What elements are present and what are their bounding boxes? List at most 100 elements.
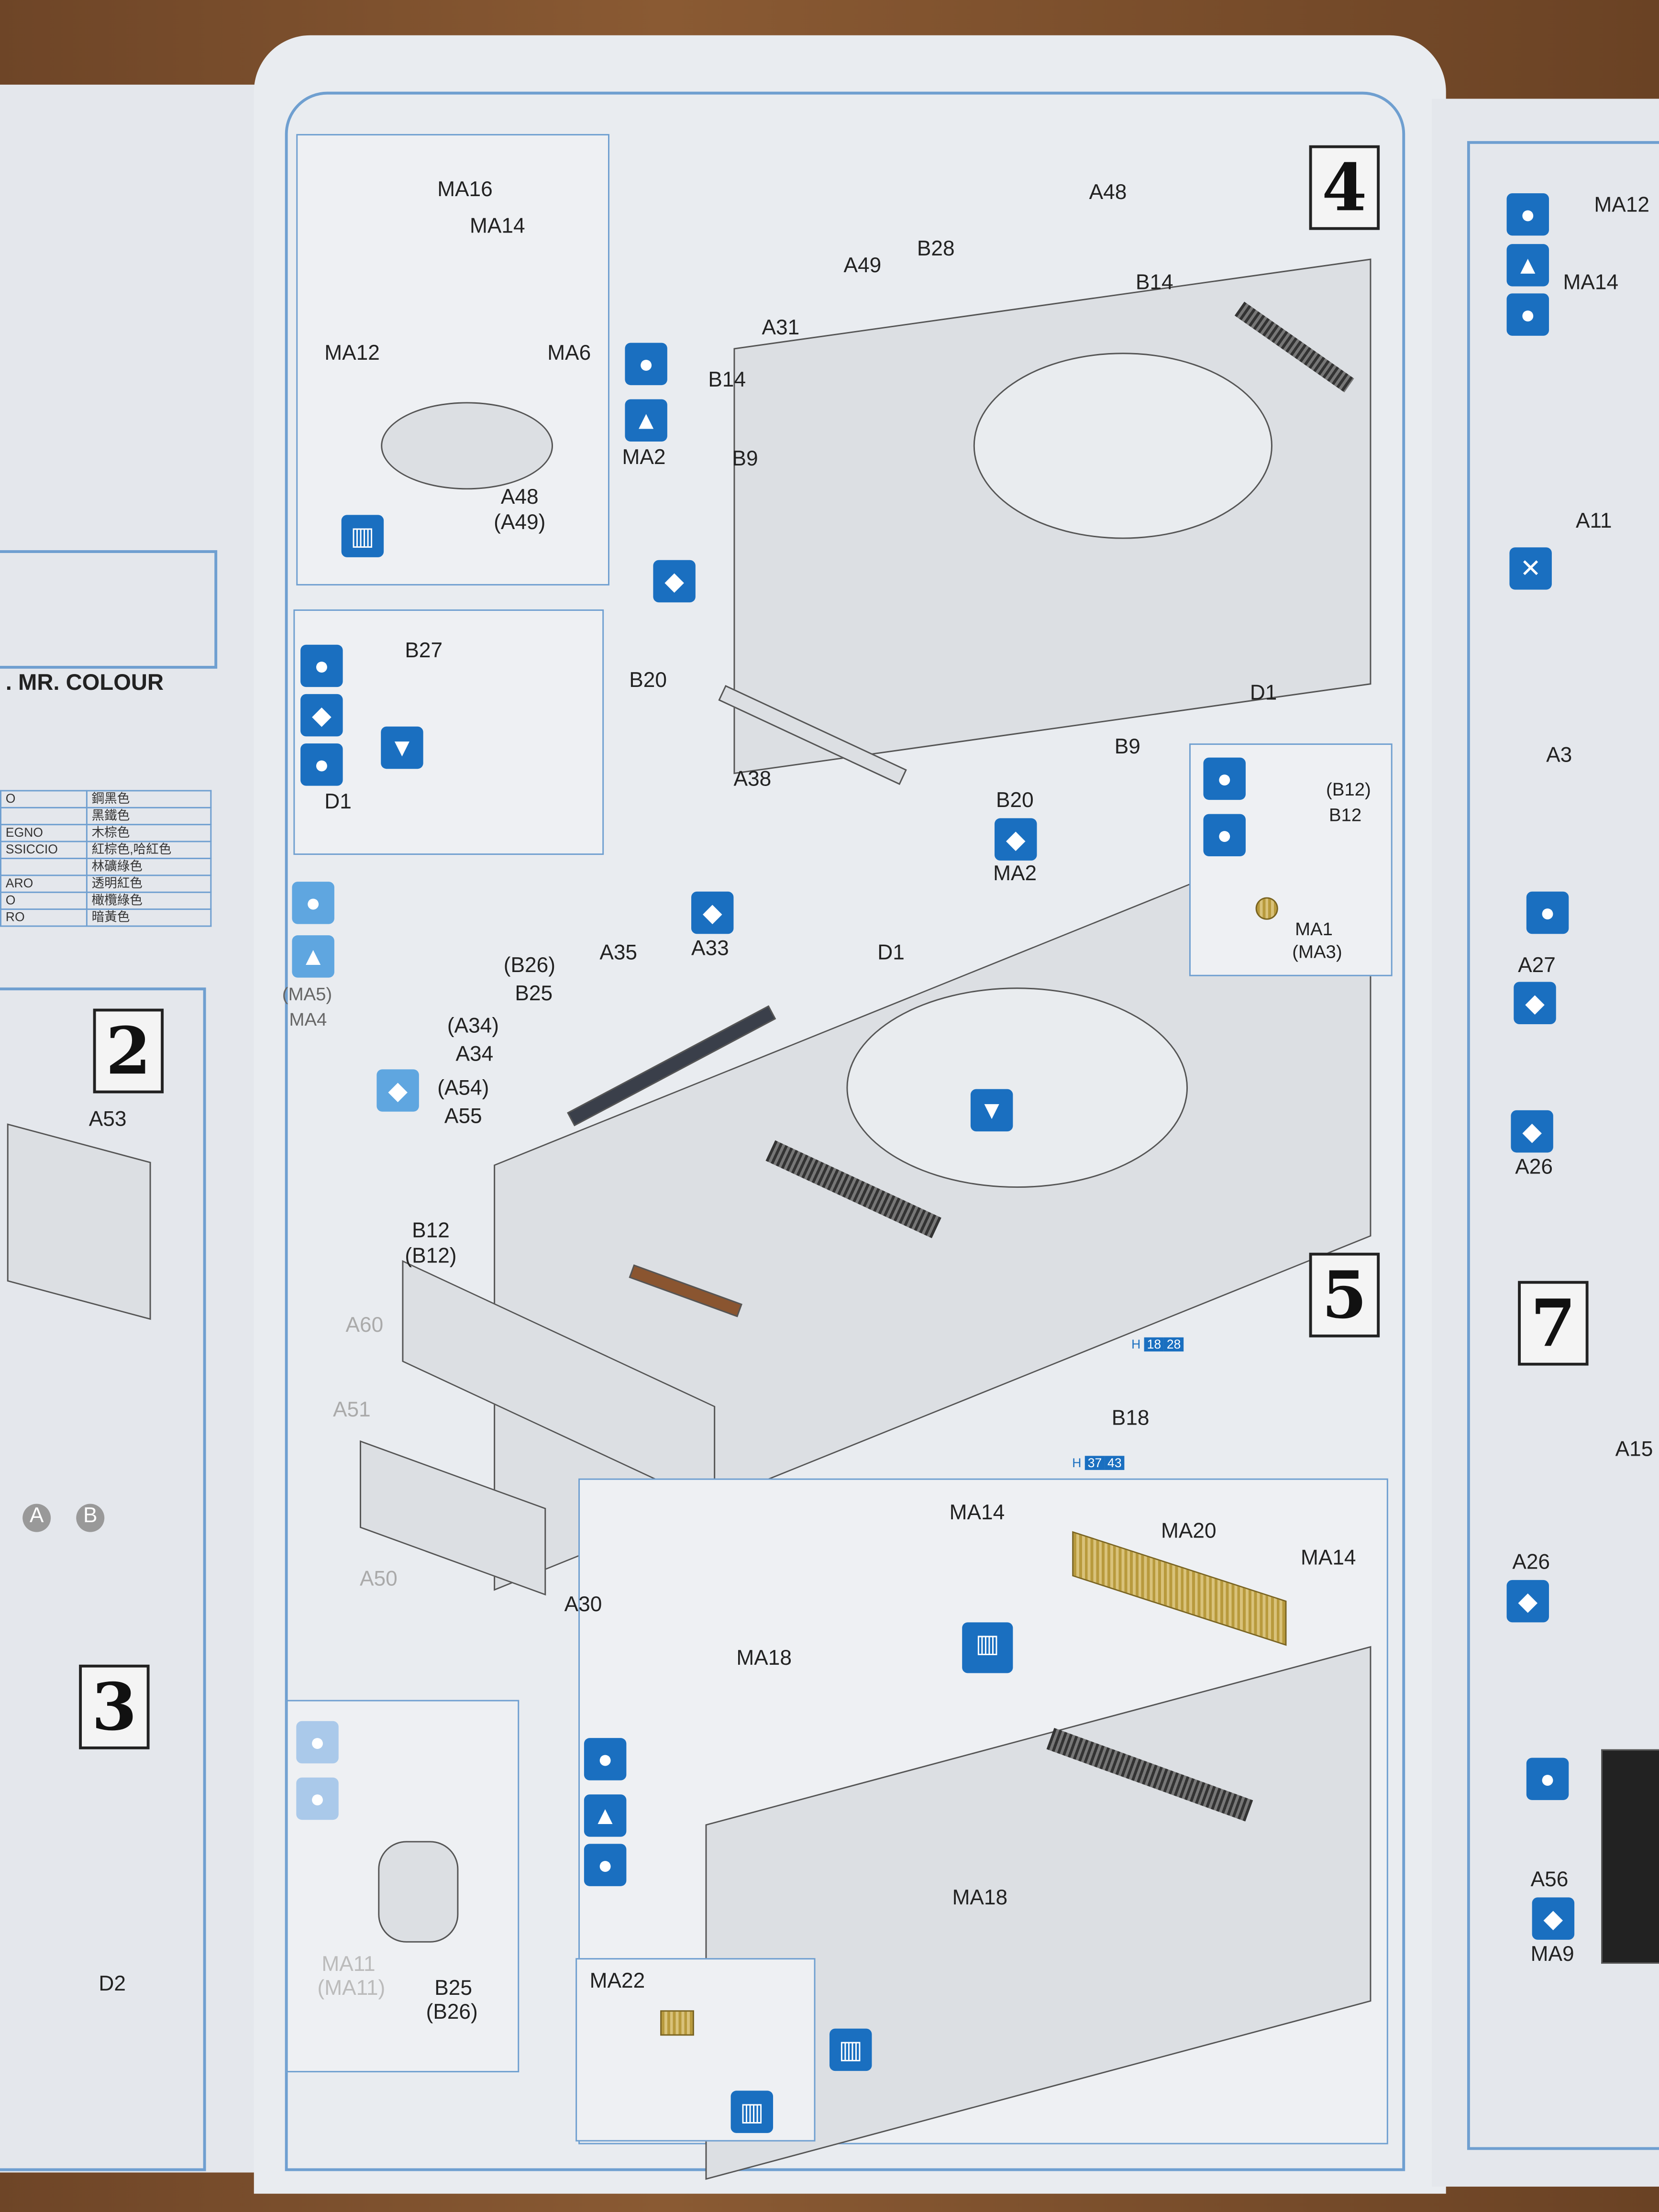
drill-icon: ▥ <box>341 515 384 557</box>
version-a-badge: A <box>22 1504 51 1532</box>
step-2-number: 2 <box>93 1008 164 1094</box>
part-label: A11 <box>1576 509 1612 533</box>
bend-icon: ▲ <box>584 1794 627 1837</box>
part-label: B27 <box>405 639 443 664</box>
ma22-inset-panel <box>575 1958 816 2142</box>
part-label: (MA3) <box>1292 940 1342 962</box>
part-label: B18 <box>1111 1406 1150 1431</box>
part-label: B28 <box>917 237 955 261</box>
glue-icon: ● <box>584 1738 627 1781</box>
color-code-prefix: H <box>1131 1337 1141 1352</box>
right-page-frame <box>1467 141 1659 2150</box>
glue-icon: ● <box>300 644 343 687</box>
part-label: MA22 <box>589 1969 645 1993</box>
paint-icon: ● <box>1506 293 1549 336</box>
part-label: (MA5) <box>282 983 332 1005</box>
part-label: (MA11) <box>317 1976 386 2001</box>
colour-row: 黑鐵色 <box>0 807 212 826</box>
symmetric-icon: ◆ <box>1511 1110 1553 1153</box>
part-label: A38 <box>733 767 772 792</box>
drill-icon: ▥ <box>730 2090 774 2133</box>
paint-icon: ● <box>296 1777 339 1820</box>
part-label: MA18 <box>736 1646 792 1670</box>
brass-part-ma22 <box>660 2010 694 2036</box>
part-label: MA2 <box>993 862 1037 886</box>
glue-icon: ● <box>1203 757 1246 800</box>
hatch-drawing <box>381 402 553 490</box>
b27-inset-panel <box>293 609 604 855</box>
center-page-frame <box>285 91 1405 2171</box>
part-label: (B26) <box>503 953 555 978</box>
step-4-number: 4 <box>1309 145 1380 230</box>
cut-icon: ▼ <box>381 726 423 769</box>
part-label: A53 <box>88 1107 127 1132</box>
brass-part-drawing <box>1255 897 1278 920</box>
colour-cell-zh: 木棕色 <box>86 824 212 842</box>
turret-ring-drawing <box>973 353 1272 539</box>
symmetric-icon: ◆ <box>691 891 734 934</box>
part-label: (B12) <box>405 1244 457 1269</box>
glue-icon: ● <box>1506 193 1549 236</box>
part-label: D2 <box>99 1972 126 1996</box>
glue-icon: ● <box>1526 891 1569 934</box>
step-5-number: 5 <box>1309 1252 1380 1338</box>
colour-cell-it: EGNO <box>0 824 88 842</box>
part-label: MA11 <box>321 1952 376 1977</box>
step4-inset-panel <box>296 134 609 586</box>
part-label: (B12) <box>1326 778 1371 800</box>
colour-cell-it: RO <box>0 908 88 927</box>
symmetric-icon: ◆ <box>653 560 696 603</box>
paint-icon: ● <box>292 882 334 924</box>
drill-icon: ▥ <box>962 1622 1013 1673</box>
symmetric-icon: ◆ <box>1506 1580 1549 1623</box>
part-label: A30 <box>564 1593 602 1617</box>
paint-icon: ● <box>1203 814 1246 857</box>
part-label: A34 <box>455 1042 494 1067</box>
part-label: A51 <box>332 1398 371 1422</box>
part-label: A60 <box>345 1313 384 1338</box>
part-label: (A49) <box>494 510 546 535</box>
color-code: 43 <box>1105 1456 1125 1470</box>
symmetric-icon: ◆ <box>1532 1897 1575 1940</box>
paint-icon: ● <box>300 743 343 786</box>
version-b-badge: B <box>76 1504 105 1532</box>
part-label: (A54) <box>437 1076 489 1101</box>
part-label: B12 <box>412 1218 450 1243</box>
part-label: B20 <box>995 788 1034 813</box>
color-code: 28 <box>1164 1337 1184 1352</box>
bend-icon: ▲ <box>1506 244 1549 287</box>
colour-cell-zh: 黑鐵色 <box>86 807 212 826</box>
part-label: MA12 <box>324 341 380 365</box>
drill-icon: ▥ <box>830 2028 872 2071</box>
part-label: MA20 <box>1161 1519 1217 1544</box>
part-label: A26 <box>1515 1155 1553 1180</box>
part-label: A48 <box>500 485 539 509</box>
step-3-number: 3 <box>79 1664 150 1749</box>
part-label: A15 <box>1615 1438 1653 1462</box>
part-label: MA12 <box>1594 193 1649 218</box>
track-drawing <box>1601 1749 1659 1964</box>
color-code-prefix: H <box>1072 1456 1082 1470</box>
colour-cell-zh: 暗黃色 <box>86 908 212 927</box>
part-label: A56 <box>1530 1868 1569 1892</box>
part-label: A35 <box>599 940 638 965</box>
part-label: A49 <box>843 254 882 278</box>
part-label: (B26) <box>426 2000 478 2024</box>
colour-cell-it: O <box>0 891 88 910</box>
b25-part-drawing <box>378 1841 459 1943</box>
remove-icon: ✕ <box>1509 547 1552 590</box>
part-label: A3 <box>1546 743 1572 768</box>
part-label: D1 <box>324 790 352 814</box>
colour-cell-it: ARO <box>0 874 88 893</box>
colour-cell-zh: 橄欖綠色 <box>86 891 212 910</box>
bend-icon: ▲ <box>292 935 334 978</box>
colour-row: 林礦綠色 <box>0 857 212 876</box>
turret-ring-drawing <box>846 987 1188 1188</box>
